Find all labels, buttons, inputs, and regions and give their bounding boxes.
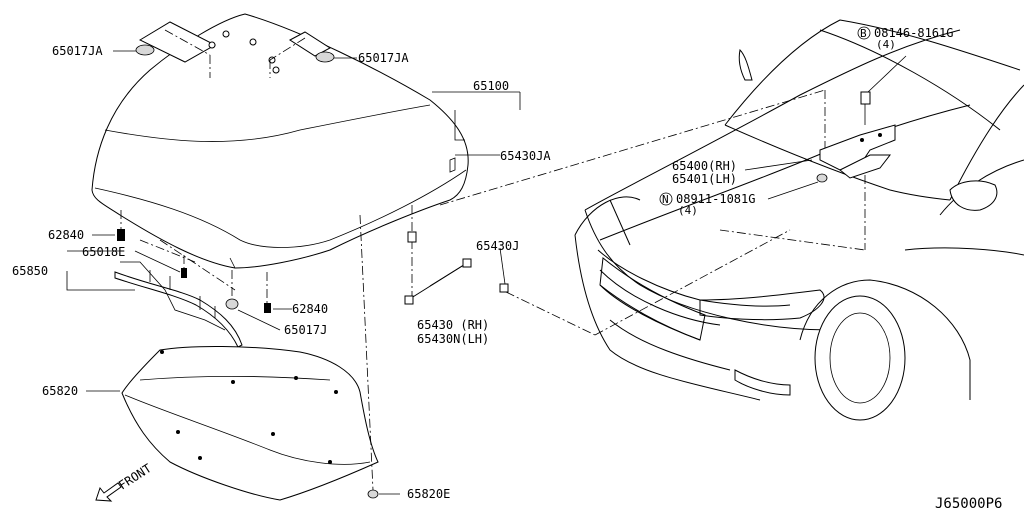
label-65430-rh: 65430 (RH): [417, 318, 489, 332]
grommet-65017J: [225, 270, 239, 310]
label-65017ja-left: 65017JA: [52, 44, 103, 58]
label-65820e: 65820E: [407, 487, 450, 501]
clip-65820E: [359, 214, 379, 499]
front-arrow-icon: [95, 482, 122, 502]
label-65400-rh: 65400(RH): [672, 159, 737, 173]
bumper-stop-left: [135, 44, 155, 56]
label-62840-right: 62840: [292, 302, 328, 316]
bumper-stop-right: [315, 51, 335, 63]
strut-ball-stud-65430J: [499, 283, 596, 336]
label-65850: 65850: [12, 264, 48, 278]
label-65100: 65100: [473, 79, 509, 93]
label-65017ja-right: 65017JA: [358, 51, 409, 65]
bolt-callout: B 08146-8161G (4): [857, 26, 953, 51]
hood-hinge: [819, 124, 896, 179]
clip-62840-right: [264, 272, 271, 313]
b-symbol-icon: B: [860, 27, 867, 40]
strut-bracket-65430JA: [407, 205, 417, 243]
label-65017j: 65017J: [284, 323, 327, 337]
clip-65018E: [181, 255, 187, 278]
hinge-nut: [816, 173, 828, 183]
n-symbol-icon: N: [662, 193, 669, 206]
label-bolt-qty: (4): [876, 38, 896, 51]
label-65401-lh: 65401(LH): [672, 172, 737, 186]
front-label: FRONT: [116, 461, 154, 492]
hood-strut: [404, 240, 472, 305]
label-nut-qty: (4): [678, 204, 698, 217]
label-nut-part: 08911-1081G: [676, 192, 755, 206]
hinge-bolt: [860, 91, 871, 250]
nut-callout: N 08911-1081G (4): [659, 192, 755, 217]
label-65430ja: 65430JA: [500, 149, 551, 163]
hood-panel: [91, 13, 469, 269]
hood-insulator: [121, 345, 379, 501]
label-65430n-lh: 65430N(LH): [417, 332, 489, 346]
vehicle-body: [439, 19, 1024, 421]
leader-lines: [66, 50, 907, 495]
hood-seal: [114, 239, 243, 348]
label-65820: 65820: [42, 384, 78, 398]
diagram-code: J65000P6: [935, 496, 1002, 512]
clip-62840-left: [117, 210, 125, 241]
label-62840-left: 62840: [48, 228, 84, 242]
label-65430j: 65430J: [476, 239, 519, 253]
label-65018e: 65018E: [82, 245, 125, 259]
label-bolt-part: 08146-8161G: [874, 26, 953, 40]
